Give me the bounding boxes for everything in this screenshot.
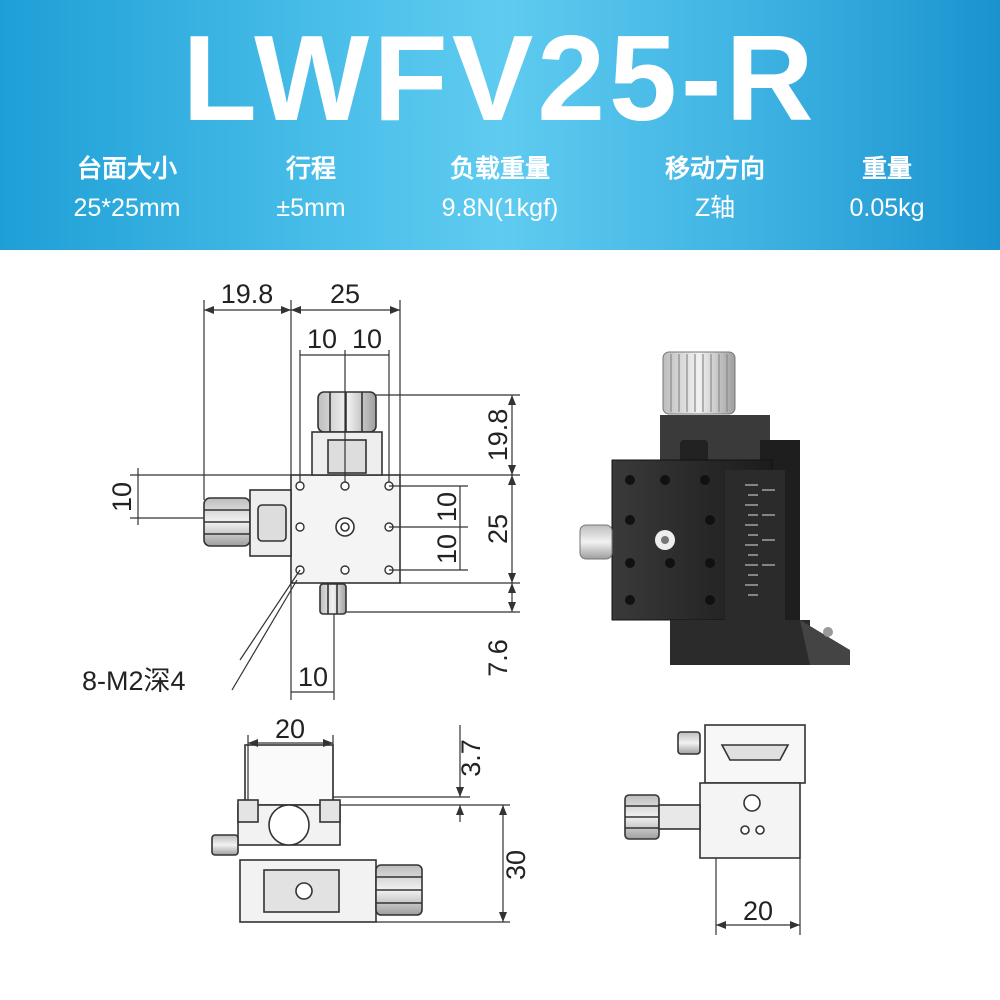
front-view-arrows [248, 739, 507, 922]
dim-side-width: 20 [275, 714, 305, 744]
dim-right-hole-a: 10 [432, 492, 462, 522]
spec-value: Z轴 [694, 194, 736, 222]
top-view-dimensions [130, 300, 520, 700]
top-view [203, 391, 401, 615]
dim-hole-spacing-left: 10 [307, 324, 337, 354]
spec-label: 台面大小 [76, 154, 177, 183]
dim-left-hole-offset: 10 [107, 482, 137, 512]
dim-top-offset: 19.8 [221, 279, 274, 309]
spec-value: ±5mm [276, 194, 346, 222]
spec-label: 重量 [861, 154, 912, 183]
spec-value: 9.8N(1kgf) [441, 194, 559, 222]
spec-table-size: 台面大小 25*25mm [27, 152, 227, 228]
top-knob [317, 391, 377, 433]
front-view-dimensions [247, 725, 510, 923]
title-banner: LWFV25-R 台面大小 25*25mm 行程 ±5mm 负载重量 9.8N(… [0, 0, 1000, 250]
bottom-knob [319, 583, 347, 615]
dim-right-height-bottom: 7.6 [483, 639, 513, 677]
dim-side-height: 30 [501, 850, 531, 880]
spec-load: 负载重量 9.8N(1kgf) [400, 152, 600, 228]
dim-right-hole-b: 10 [432, 534, 462, 564]
dim-bottom-hole-offset: 10 [298, 662, 328, 692]
spec-direction: 移动方向 Z轴 [615, 152, 815, 228]
end-view-arrows [716, 921, 800, 929]
spec-label: 行程 [285, 154, 336, 183]
end-view-dimensions [715, 858, 801, 935]
spec-label: 移动方向 [664, 154, 765, 183]
spec-weight: 重量 0.05kg [787, 152, 987, 228]
technical-drawing: 19.8 25 10 10 19.8 25 10 10 7.6 10 10 8-… [82, 279, 850, 935]
dim-side-gap: 3.7 [456, 739, 486, 777]
dim-right-height-table: 25 [483, 514, 513, 544]
dimension-arrows [204, 306, 516, 612]
dim-top-width: 25 [330, 279, 360, 309]
spec-value: 0.05kg [849, 194, 925, 222]
product-title: LWFV25-R [182, 10, 818, 146]
spec-value: 25*25mm [73, 194, 181, 222]
front-view [211, 744, 423, 923]
end-view [624, 724, 806, 859]
hole-note: 8-M2深4 [82, 666, 186, 696]
dim-right-height-top: 19.8 [483, 409, 513, 462]
spec-label: 负载重量 [449, 154, 550, 183]
product-photo [579, 351, 850, 665]
spec-travel: 行程 ±5mm [211, 152, 411, 228]
dim-end-width: 20 [743, 896, 773, 926]
dim-hole-spacing-right: 10 [352, 324, 382, 354]
